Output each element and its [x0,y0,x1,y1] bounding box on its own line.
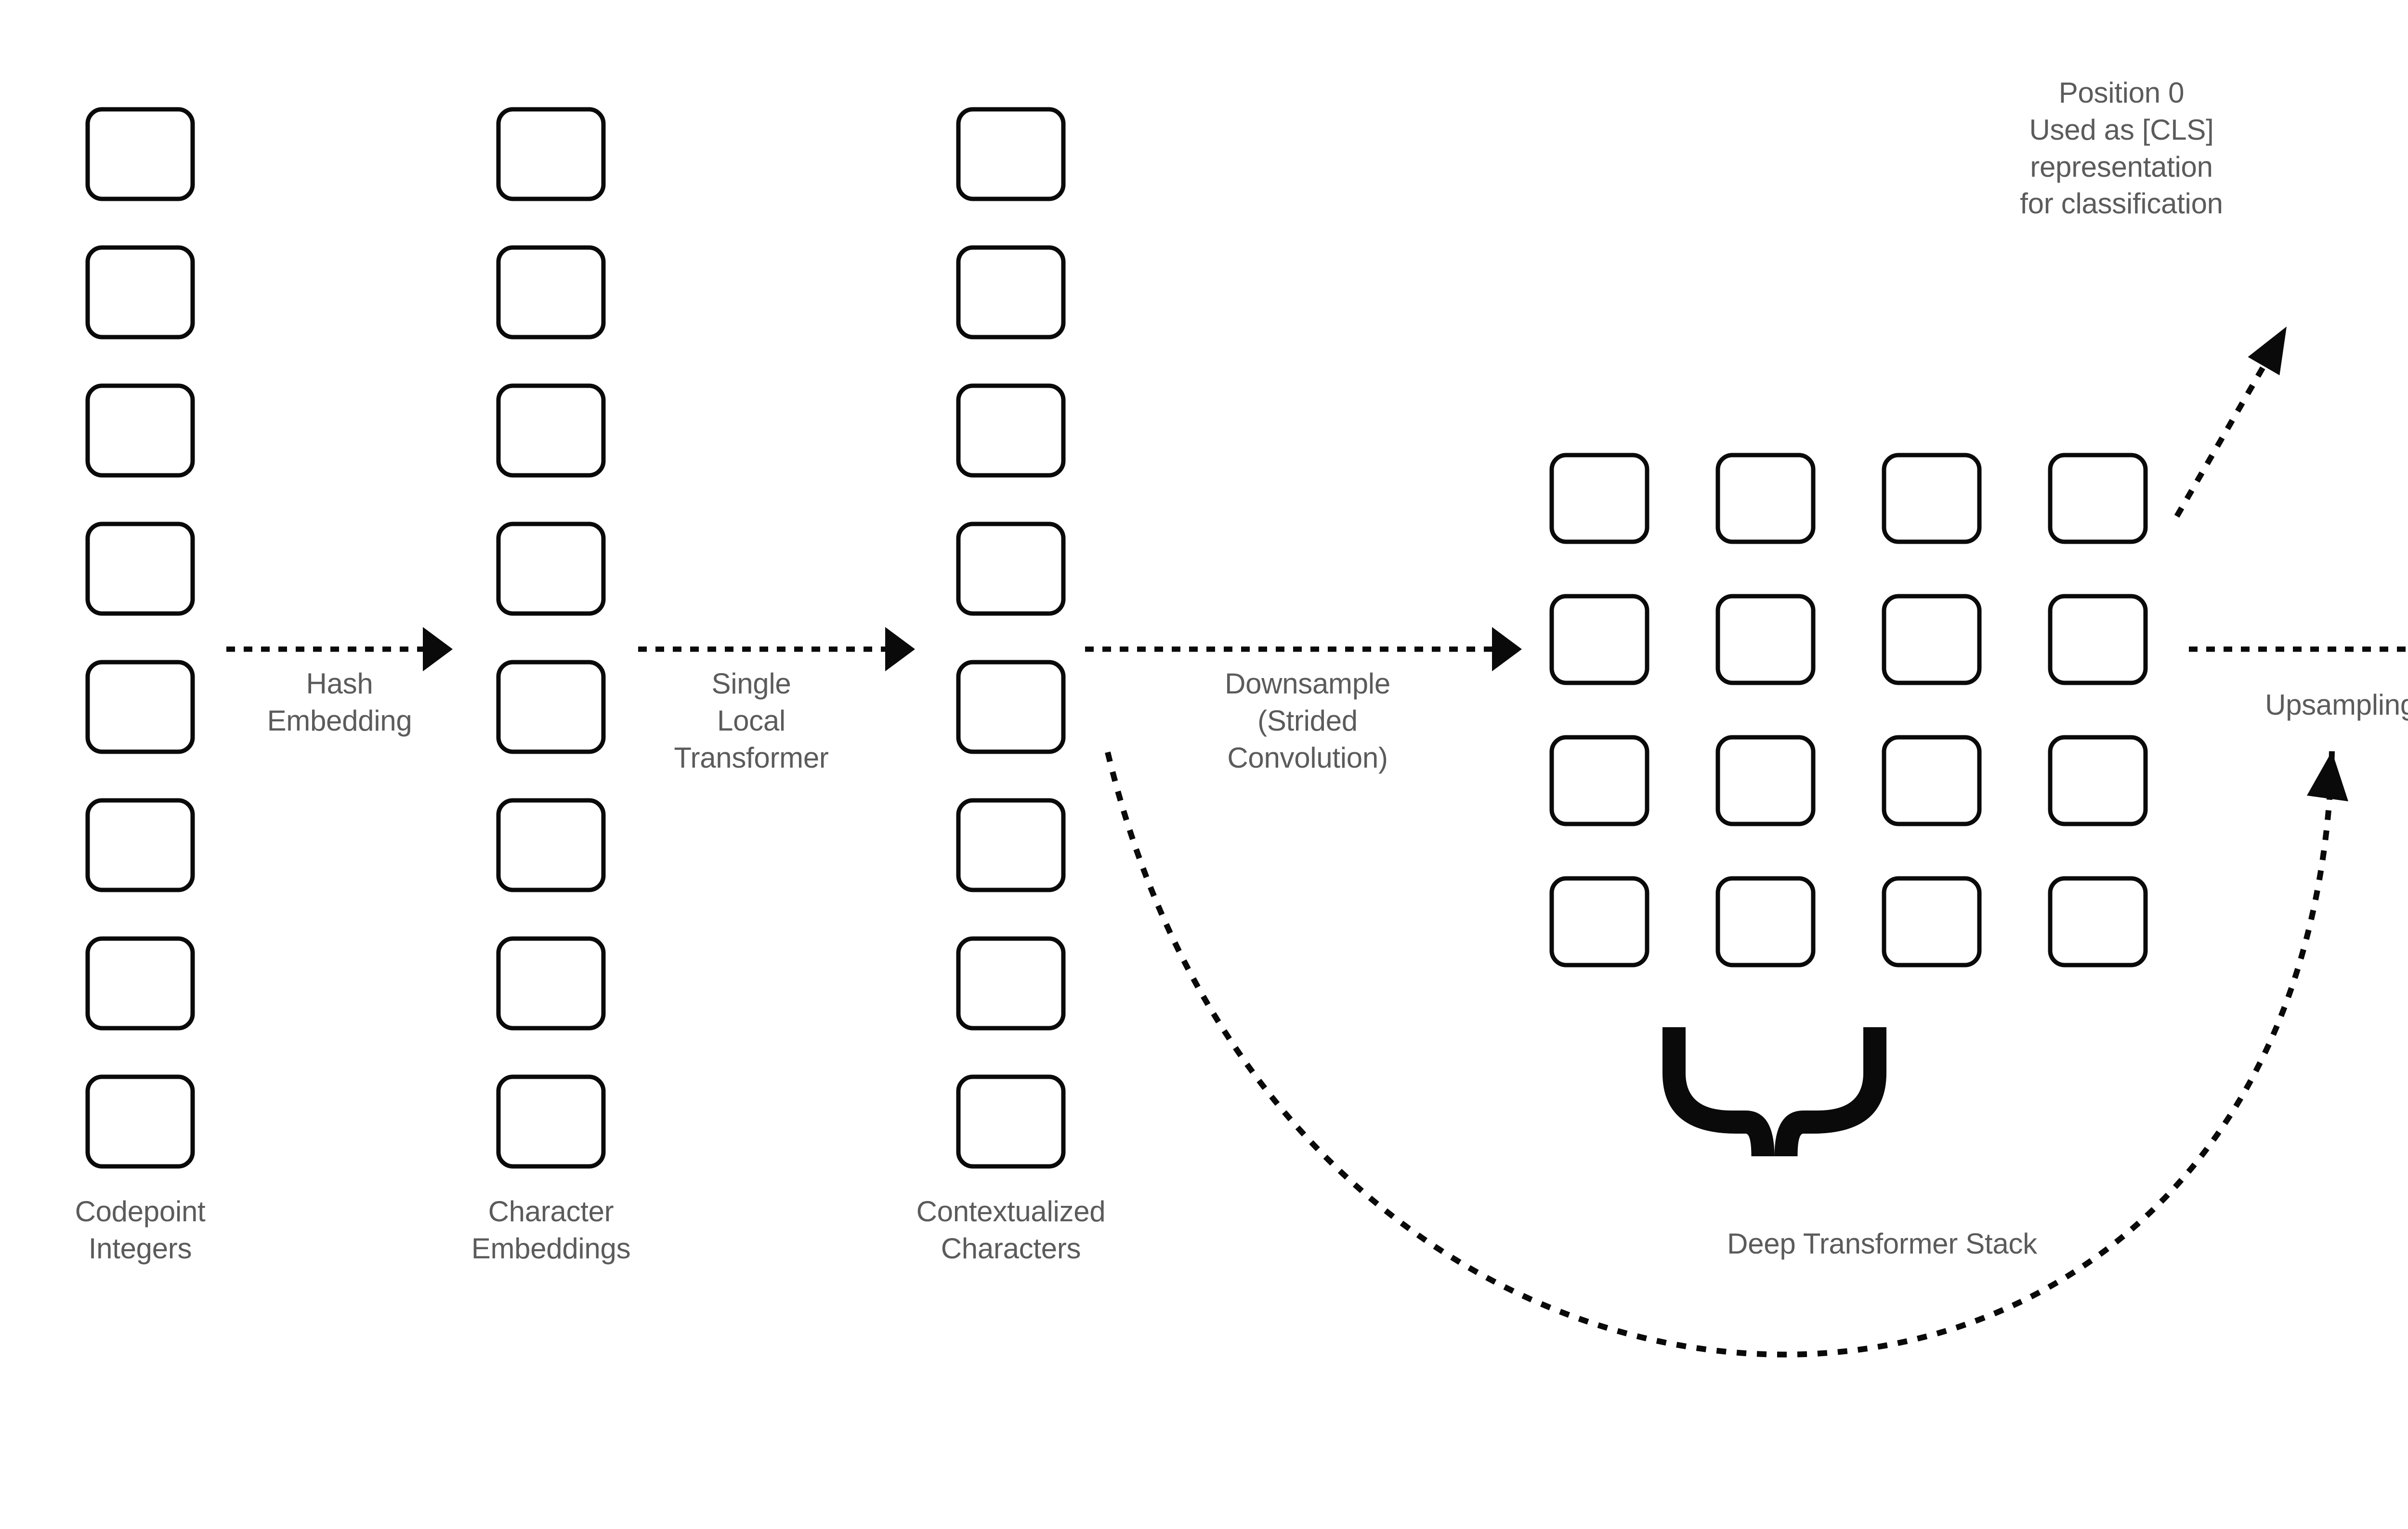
arrow-head-single-local-transformer [885,627,915,671]
arrow-label-downsample: Downsample (Strided Convolution) [1225,667,1390,774]
arrows-layer [226,627,2408,671]
cls-arrow-layer [2174,327,2287,518]
transformer-grid-cell [1715,876,1816,967]
transformer-grid-cell [1715,453,1816,544]
cell-codepoint-integers [85,660,195,754]
column-label-character-embeddings: Character Embeddings [471,1195,631,1265]
arrow-label-single-local-transformer: Single Local Transformer [674,667,829,774]
cell-contextualized-characters [956,107,1066,201]
cell-contextualized-characters [956,245,1066,340]
transformer-grid-cell [1882,594,1982,685]
cell-contextualized-characters [956,798,1066,892]
transformer-grid-cell [1882,735,1982,826]
cell-character-embeddings [496,1074,606,1169]
arrow-head-downsample-strided-convolution [1492,627,1522,671]
cell-codepoint-integers [85,383,195,478]
cells-layer [85,107,1066,1169]
cell-character-embeddings [496,522,606,616]
cell-contextualized-characters [956,936,1066,1031]
cell-contextualized-characters [956,522,1066,616]
transformer-grid-cell [2048,594,2148,685]
transformer-grid-cell [1882,453,1982,544]
brace-layer [1662,1027,1886,1156]
cell-contextualized-characters [956,383,1066,478]
cell-codepoint-integers [85,245,195,340]
cell-codepoint-integers [85,107,195,201]
cell-codepoint-integers [85,522,195,616]
cls-arrow-head [2248,327,2287,376]
transformer-grid-cell [1882,876,1982,967]
cell-character-embeddings [496,798,606,892]
transformer-grid-cell [1549,453,1649,544]
transformer-grid-cell [1549,876,1649,967]
transformer-grid-cell [2048,453,2148,544]
column-label-contextualized-characters: Contextualized Characters [916,1195,1106,1265]
transformer-grid-cell [2048,876,2148,967]
transformer-grid-cell [2048,735,2148,826]
cell-character-embeddings [496,383,606,478]
transformer-grid-cell [1549,735,1649,826]
transformer-grid-layer [1549,453,2148,967]
cell-character-embeddings [496,245,606,340]
cell-contextualized-characters [956,660,1066,754]
transformer-grid-cell [1715,594,1816,685]
residual-curve-layer [1105,751,2348,1358]
cell-character-embeddings [496,660,606,754]
cell-codepoint-integers [85,936,195,1031]
transformer-grid-cell [1715,735,1816,826]
residual-curve-line [1105,751,2335,1358]
cell-contextualized-characters [956,1074,1066,1169]
cell-codepoint-integers [85,798,195,892]
deep-transformer-stack-brace [1662,1027,1886,1156]
transformer-stack-label: Deep Transformer Stack [1727,1228,2037,1260]
residual-curve-arrow-head [2307,751,2348,801]
arrow-label-upsampling: Upsampling [2265,689,2408,721]
cell-codepoint-integers [85,1074,195,1169]
transformer-grid-cell [1549,594,1649,685]
column-label-codepoint-integers: Codepoint Integers [75,1195,206,1265]
arrow-label-hash-embedding: Hash Embedding [267,667,412,737]
cls-annotation-label: Position 0 Used as [CLS] representation … [2020,77,2223,220]
cell-character-embeddings [496,936,606,1031]
arrow-head-hash-embedding [423,627,453,671]
cell-character-embeddings [496,107,606,201]
cls-arrow-line [2174,365,2266,518]
